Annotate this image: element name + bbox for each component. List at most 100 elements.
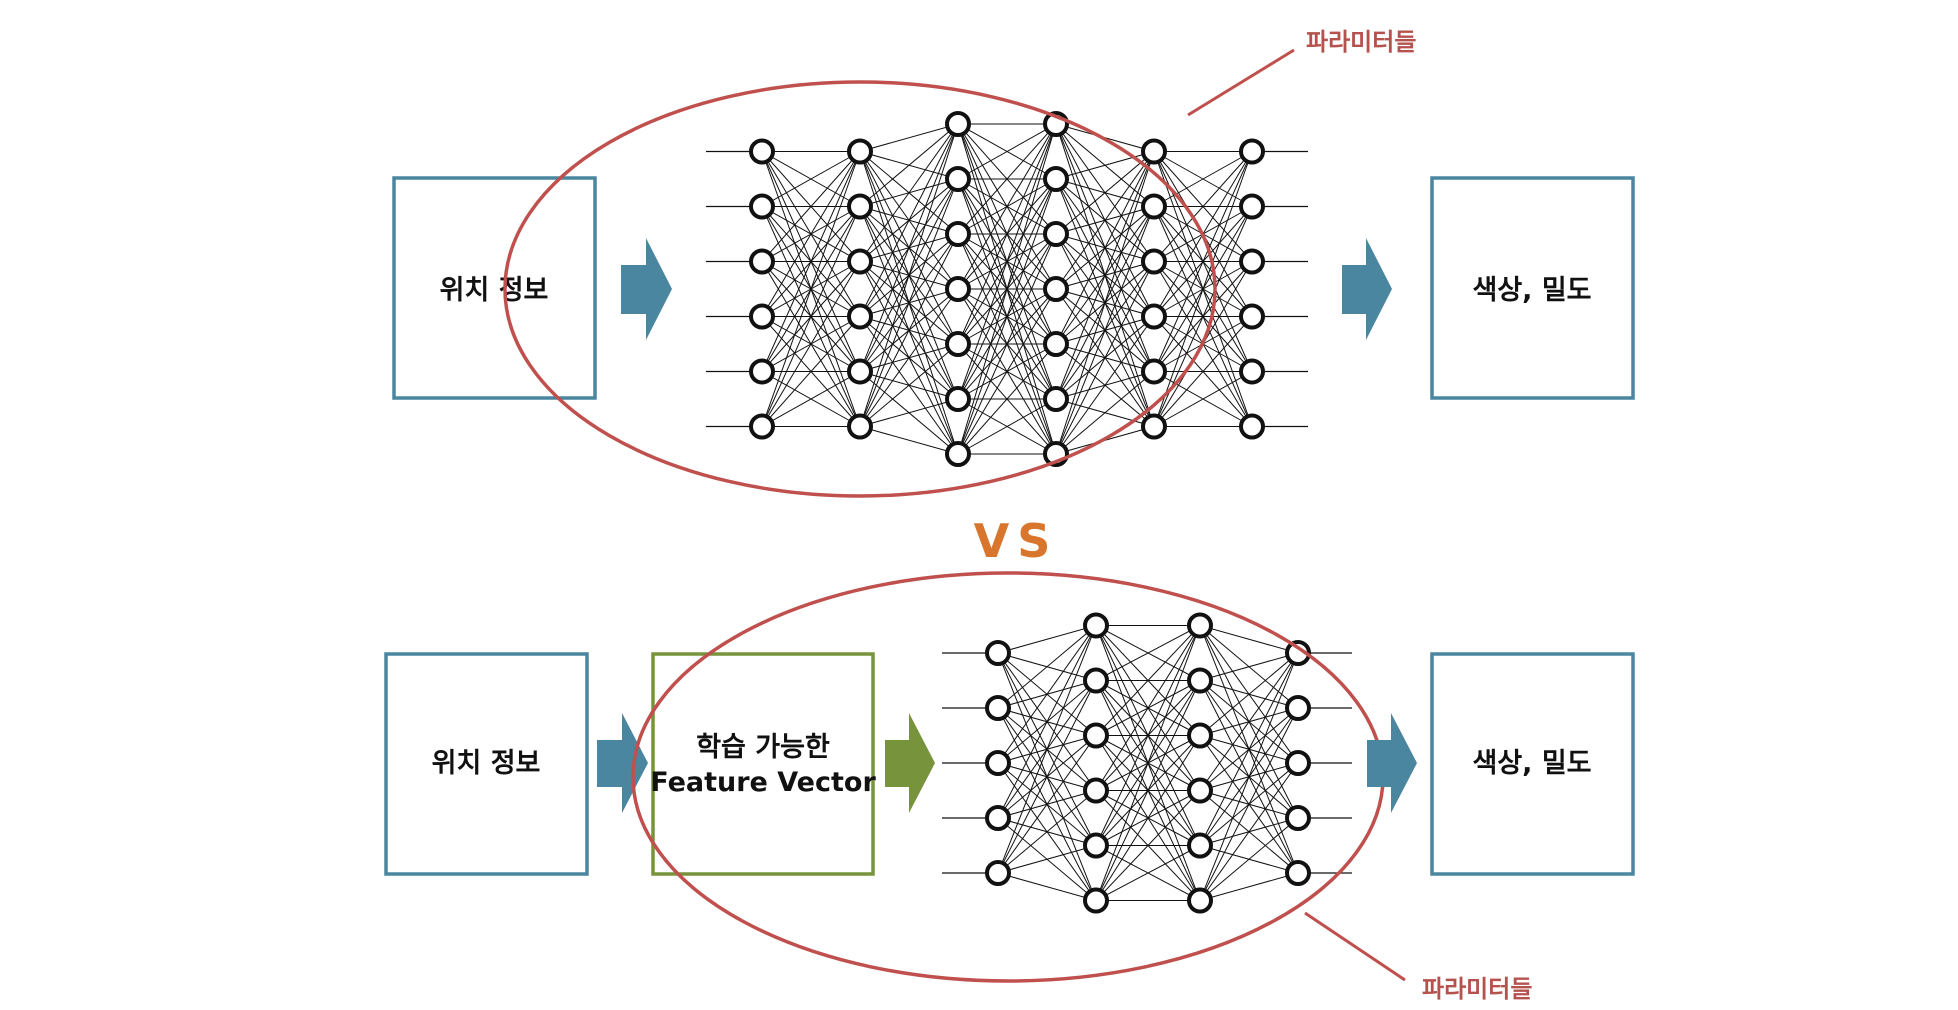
top-network-connection (761, 261, 861, 427)
top-network-connection (957, 288, 1057, 455)
top-output-label: 색상, 밀도 (1472, 275, 1591, 306)
top-network-node-layer-1 (847, 358, 873, 385)
top-network-node-layer-2 (945, 386, 971, 412)
bottom-neural-network (942, 612, 1352, 914)
top-network-connection (957, 123, 1057, 180)
bottom-network-node-layer-0 (985, 640, 1011, 666)
bottom-network-node-layer-0 (985, 805, 1011, 831)
bottom-input-box (384, 652, 589, 876)
bottom-network-connection (1199, 652, 1299, 736)
top-network-node-layer-0 (749, 193, 775, 220)
bottom-network-connection (997, 625, 1097, 874)
top-network-connection (859, 288, 959, 427)
top-network-connection (1055, 151, 1155, 290)
bottom-network-connection (997, 790, 1097, 874)
top-network-connection (859, 123, 959, 427)
top-network-connection (1055, 151, 1155, 180)
top-network-connection (957, 123, 1057, 235)
bottom-network-connection (1199, 652, 1299, 681)
top-network-connection (761, 206, 861, 427)
top-network-connection (859, 123, 959, 262)
top-network-node-layer-5 (1239, 138, 1265, 165)
top-network-connection (859, 233, 959, 427)
top-network-connection (957, 123, 1057, 455)
bottom-network-node-layer-2 (1187, 832, 1213, 859)
top-network-connection (761, 151, 861, 372)
bottom-network-connection (997, 625, 1097, 654)
top-network-node-layer-1 (847, 138, 873, 165)
top-network-connection (761, 316, 861, 427)
feature-vector-label-line2: Feature Vector (650, 767, 876, 798)
top-network-connection (859, 123, 959, 152)
bottom-network-node-layer-2 (1187, 777, 1213, 804)
bottom-callout-leader (1304, 911, 1406, 982)
top-network-node-layer-2 (945, 221, 971, 247)
top-network-node-layer-1 (847, 413, 873, 440)
top-network-connection (859, 123, 959, 317)
top-network-node-layer-1 (847, 193, 873, 220)
top-network-connection (957, 123, 1057, 400)
top-output-arrow (1342, 238, 1392, 340)
top-network-connection (1153, 151, 1253, 262)
top-network-connection (761, 151, 861, 427)
top-params-label: 파라미터들 (1306, 28, 1416, 56)
bottom-network-node-layer-1 (1083, 777, 1109, 804)
bottom-network-connection (1095, 680, 1201, 901)
top-network-connection (1055, 206, 1155, 455)
bottom-network-connection (997, 625, 1097, 819)
bottom-network-connection (1199, 652, 1299, 901)
top-callout-leader (1187, 48, 1295, 117)
bottom-network-connection (1199, 872, 1299, 901)
top-network-node-layer-0 (749, 358, 775, 385)
top-network-node-layer-1 (847, 248, 873, 275)
feature-arrow (885, 713, 935, 813)
top-network-node-layer-5 (1239, 358, 1265, 385)
top-network-node-layer-4 (1141, 413, 1167, 440)
top-network-node-layer-0 (749, 413, 775, 440)
top-network-node-layer-3 (1043, 386, 1069, 412)
top-network-connection (859, 123, 959, 207)
bottom-network-connection (1095, 735, 1201, 901)
bottom-network-connection (1095, 625, 1201, 901)
top-network-connection (1055, 151, 1155, 345)
top-network-node-layer-3 (1043, 221, 1069, 247)
bottom-network-node-layer-3 (1285, 750, 1311, 776)
bottom-network-connection (997, 625, 1097, 764)
bottom-network-connection (997, 872, 1097, 901)
bottom-network-connection (1095, 625, 1201, 846)
top-network-node-layer-2 (945, 441, 971, 467)
bottom-network-connection (1095, 790, 1201, 901)
top-network-node-layer-1 (847, 303, 873, 330)
top-network-node-layer-0 (749, 138, 775, 165)
bottom-network-connection (1199, 707, 1299, 901)
bottom-network-node-layer-2 (1187, 722, 1213, 749)
top-network-connection (957, 178, 1057, 455)
bottom-network-node-layer-2 (1187, 887, 1213, 914)
bottom-network-node-layer-1 (1083, 612, 1109, 639)
bottom-network-node-layer-3 (1285, 860, 1311, 886)
top-network-connection (957, 123, 1057, 345)
bottom-diagram: 위치 정보 학습 가능한 Feature Vector 파라미터들 색상, 밀도 (384, 571, 1635, 1003)
top-network-connection (1153, 316, 1253, 427)
top-network-node-layer-2 (945, 331, 971, 357)
top-network-connection (1153, 371, 1253, 427)
bottom-network-connection (997, 845, 1097, 874)
top-network-connection (761, 151, 861, 317)
bottom-network-connection (997, 680, 1097, 874)
top-network-connection (761, 151, 861, 207)
bottom-network-connection (997, 735, 1097, 874)
bottom-network-connection (1199, 762, 1299, 901)
top-input-box (392, 176, 597, 400)
top-network-node-layer-4 (1141, 138, 1167, 165)
bottom-network-node-layer-1 (1083, 832, 1109, 859)
bottom-network-node-layer-0 (985, 695, 1011, 721)
top-network-node-layer-2 (945, 166, 971, 192)
bottom-network-node-layer-3 (1285, 695, 1311, 721)
top-network-node-layer-3 (1043, 276, 1069, 302)
feature-vector-label-line1: 학습 가능한 (696, 732, 830, 763)
top-input-label: 위치 정보 (440, 275, 549, 306)
top-network-connection (957, 398, 1057, 455)
bottom-network-node-layer-1 (1083, 667, 1109, 694)
top-network-connection (1153, 151, 1253, 207)
